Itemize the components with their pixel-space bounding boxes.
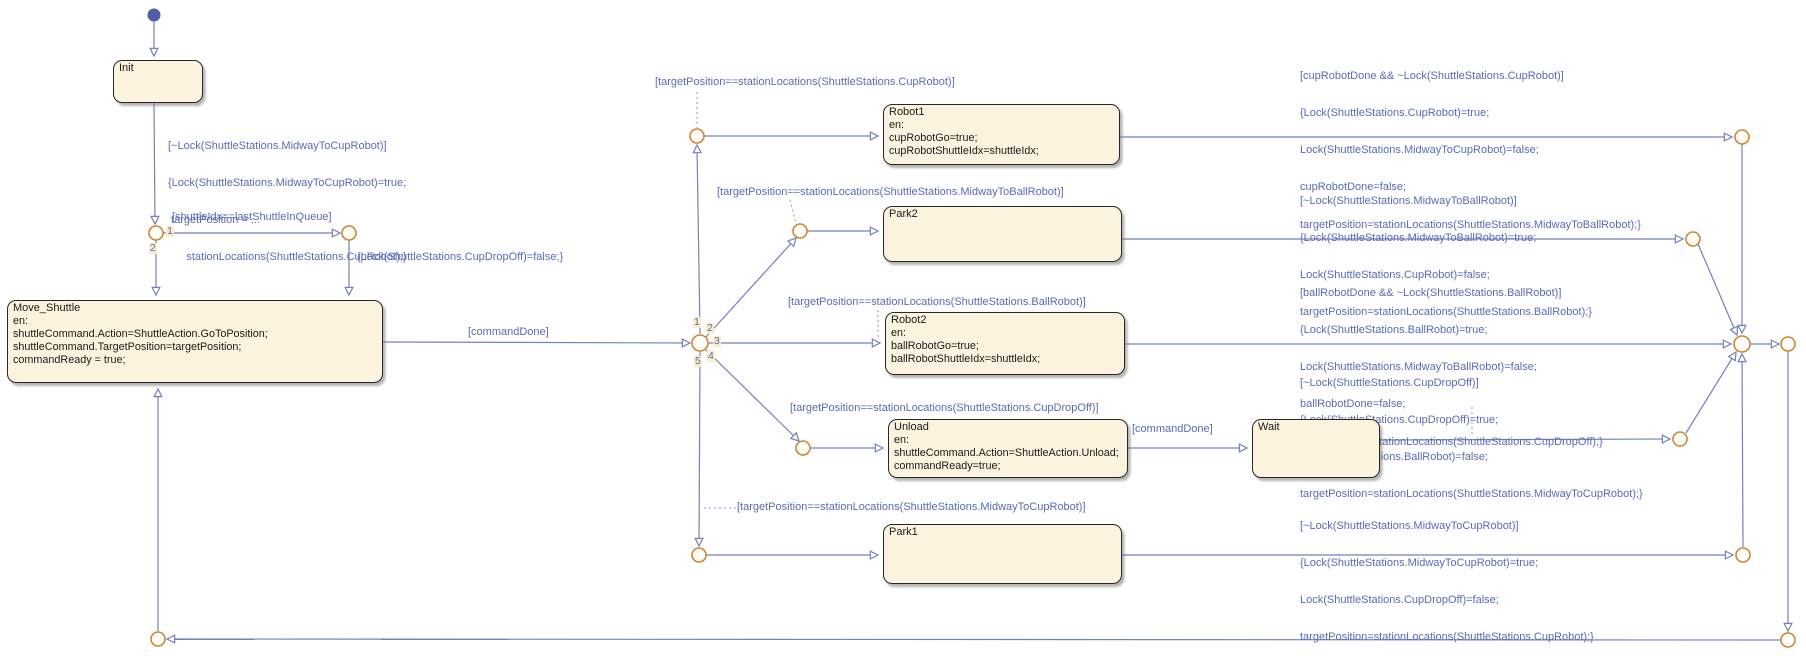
junction-wait-exit[interactable] <box>1672 431 1688 447</box>
state-title: Move_Shuttle <box>13 302 81 314</box>
state-init[interactable]: Init <box>113 60 203 103</box>
transition-command-done[interactable] <box>382 338 692 348</box>
state-title: Park2 <box>889 208 918 220</box>
label-init-transition[interactable]: [~Lock(ShuttleStations.MidwayToCupRobot)… <box>168 139 407 264</box>
transition-center-branch2-park2[interactable] <box>705 236 797 338</box>
state-park2[interactable]: Park2 <box>883 206 1122 262</box>
branch-number: 5 <box>694 355 702 367</box>
state-body-line: en: <box>889 119 905 131</box>
junction-queue-right[interactable] <box>341 225 357 241</box>
state-body-line: en: <box>894 434 910 446</box>
junction-park1-exit[interactable] <box>1735 547 1751 563</box>
state-title: Robot1 <box>889 106 925 118</box>
state-robot2[interactable]: Robot2 en: ballRobotGo=true; ballRobotSh… <box>885 312 1125 375</box>
label-branch-cup-dropoff[interactable]: [targetPosition==stationLocations(Shuttl… <box>790 402 1099 414</box>
transition-park2-exit-diagonal[interactable] <box>1697 243 1739 337</box>
branch-number: 3 <box>713 335 721 347</box>
state-body-line: en: <box>13 315 29 327</box>
label-branch-midway-to-ball-robot[interactable]: [targetPosition==stationLocations(Shuttl… <box>717 186 1064 198</box>
state-title: Init <box>119 62 134 74</box>
junction-unload-row[interactable] <box>795 440 811 456</box>
state-robot1[interactable]: Robot1 en: cupRobotGo=true; cupRobotShut… <box>883 104 1120 165</box>
state-body-line: ballRobotGo=true; <box>891 340 979 352</box>
transition-center-branch1-up[interactable] <box>692 143 703 335</box>
state-wait[interactable]: Wait <box>1252 419 1380 478</box>
label-exit-park2[interactable]: [~Lock(ShuttleStations.MidwayToBallRobot… <box>1300 194 1592 319</box>
junction-queue-left[interactable] <box>148 225 164 241</box>
state-unload[interactable]: Unload en: shuttleCommand.Action=Shuttle… <box>888 419 1128 478</box>
junction-right-top[interactable] <box>1780 336 1796 352</box>
transition-center-branch4-unload[interactable] <box>705 349 800 442</box>
branch-number: 2 <box>706 322 714 334</box>
transition-bottom-return[interactable] <box>165 634 1782 644</box>
label-branch-midway-to-cup-robot[interactable]: [targetPosition==stationLocations(Shuttl… <box>737 501 1086 513</box>
state-body-line: commandReady = true; <box>13 354 126 366</box>
transition-wait-exit[interactable] <box>1379 434 1672 444</box>
state-title: Park1 <box>889 526 918 538</box>
label-exit-park1[interactable]: [~Lock(ShuttleStations.MidwayToCupRobot)… <box>1300 519 1594 644</box>
junction-center[interactable] <box>691 334 709 352</box>
junction-park2-row[interactable] <box>792 223 808 239</box>
state-body-line: shuttleCommand.Action=ShuttleAction.GoTo… <box>13 328 268 340</box>
label-shuttle-queue-condition[interactable]: [shuttleIdx==lastShuttleInQueue] <box>172 211 332 223</box>
branch-number: 2 <box>149 242 157 254</box>
transition-wait-exit-diagonal[interactable] <box>1685 350 1737 434</box>
transition-center-branch5-park1[interactable] <box>694 351 704 548</box>
transition-init-to-junction[interactable] <box>150 102 160 226</box>
state-body-line: ballRobotShuttleIdx=shuttleIdx; <box>891 353 1041 365</box>
state-park1[interactable]: Park1 <box>883 524 1122 584</box>
branch-number: 1 <box>166 225 174 237</box>
state-move-shuttle[interactable]: Move_Shuttle en: shuttleCommand.Action=S… <box>7 300 383 383</box>
junction-left-bottom[interactable] <box>150 631 166 647</box>
label-exit-robot1[interactable]: [cupRobotDone && ~Lock(ShuttleStations.C… <box>1300 69 1641 231</box>
label-branch-cup-robot[interactable]: [targetPosition==stationLocations(Shuttl… <box>655 76 955 88</box>
initial-state-point[interactable] <box>147 8 161 22</box>
state-body-line: shuttleCommand.TargetPosition=targetPosi… <box>13 341 242 353</box>
leader-midway-ball-label <box>789 199 797 224</box>
state-body-line: commandReady=true; <box>894 460 1001 472</box>
junction-robot1-row[interactable] <box>689 128 705 144</box>
transition-park1-exit-up[interactable] <box>1737 352 1747 548</box>
state-body-line: shuttleCommand.Action=ShuttleAction.Unlo… <box>894 447 1119 459</box>
state-title: Unload <box>894 421 929 433</box>
branch-number: 4 <box>707 350 715 362</box>
state-body-line: cupRobotShuttleIdx=shuttleIdx; <box>889 145 1039 157</box>
label-cup-dropoff-release[interactable]: {Lock(ShuttleStations.CupDropOff)=false;… <box>357 251 564 263</box>
state-body-line: en: <box>891 327 907 339</box>
state-body-line: cupRobotGo=true; <box>889 132 978 144</box>
junction-hub[interactable] <box>1733 335 1751 353</box>
junction-right-bottom[interactable] <box>1780 632 1796 648</box>
state-title: Wait <box>1258 421 1280 433</box>
label-branch-ball-robot[interactable]: [targetPosition==stationLocations(Shuttl… <box>788 296 1086 308</box>
junction-robot1-exit[interactable] <box>1734 129 1750 145</box>
junction-park2-exit[interactable] <box>1685 231 1701 247</box>
label-command-done-1[interactable]: [commandDone] <box>468 326 549 338</box>
branch-number: 1 <box>693 316 701 328</box>
state-title: Robot2 <box>891 314 927 326</box>
junction-park1-row[interactable] <box>691 547 707 563</box>
label-command-done-2[interactable]: [commandDone] <box>1132 423 1213 435</box>
